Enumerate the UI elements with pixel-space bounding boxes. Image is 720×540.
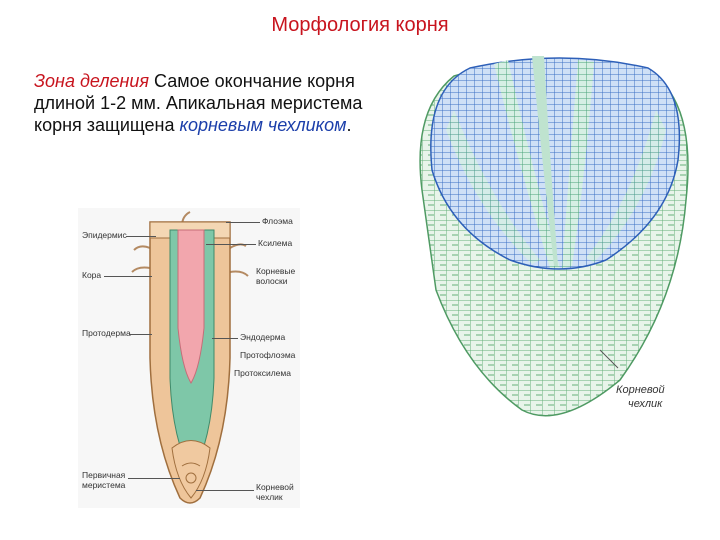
- label-protoderm: Протодерма: [82, 328, 131, 338]
- description-text: Самое окончание корня длиной 1-2 мм. Апи…: [34, 71, 363, 135]
- page-title: Морфология корня: [271, 14, 449, 36]
- label-root-hairs: Корневые волоски: [256, 266, 296, 286]
- label-protoxylem: Протоксилема: [234, 368, 291, 378]
- root-xylem: [177, 229, 205, 384]
- leader-line: [126, 236, 156, 237]
- label-root-cap: Корневой чехлик: [256, 482, 294, 502]
- leader-line: [212, 338, 238, 339]
- label-cortex: Кора: [82, 270, 102, 280]
- leader-line: [130, 334, 152, 335]
- leader-line: [104, 276, 152, 277]
- label-protophloem: Протофлоэма: [240, 350, 296, 360]
- label-primary-meristem: Первичная меристема: [82, 470, 126, 490]
- leader-line: [196, 490, 254, 491]
- term-root-cap: корневым чехликом: [179, 115, 347, 135]
- caption-root-cap-line1: Корневой: [616, 384, 665, 396]
- label-xylem: Ксилема: [258, 238, 293, 248]
- description-end: .: [346, 115, 352, 135]
- description: Зона деления Самое окончание корня длино…: [34, 70, 364, 136]
- root-tip-micrograph: [419, 56, 689, 417]
- root-cap-left: [171, 440, 211, 499]
- root-longitudinal-diagram: [78, 208, 300, 508]
- term-division-zone: Зона деления: [34, 71, 150, 91]
- leader-line: [128, 478, 180, 479]
- caption-root-cap-line2: чехлик: [628, 398, 663, 410]
- leader-line: [226, 222, 260, 223]
- label-epidermis: Эпидермис: [82, 230, 127, 240]
- label-phloem: Флоэма: [262, 216, 293, 226]
- label-endoderm: Эндодерма: [240, 332, 286, 342]
- leader-line: [206, 244, 256, 245]
